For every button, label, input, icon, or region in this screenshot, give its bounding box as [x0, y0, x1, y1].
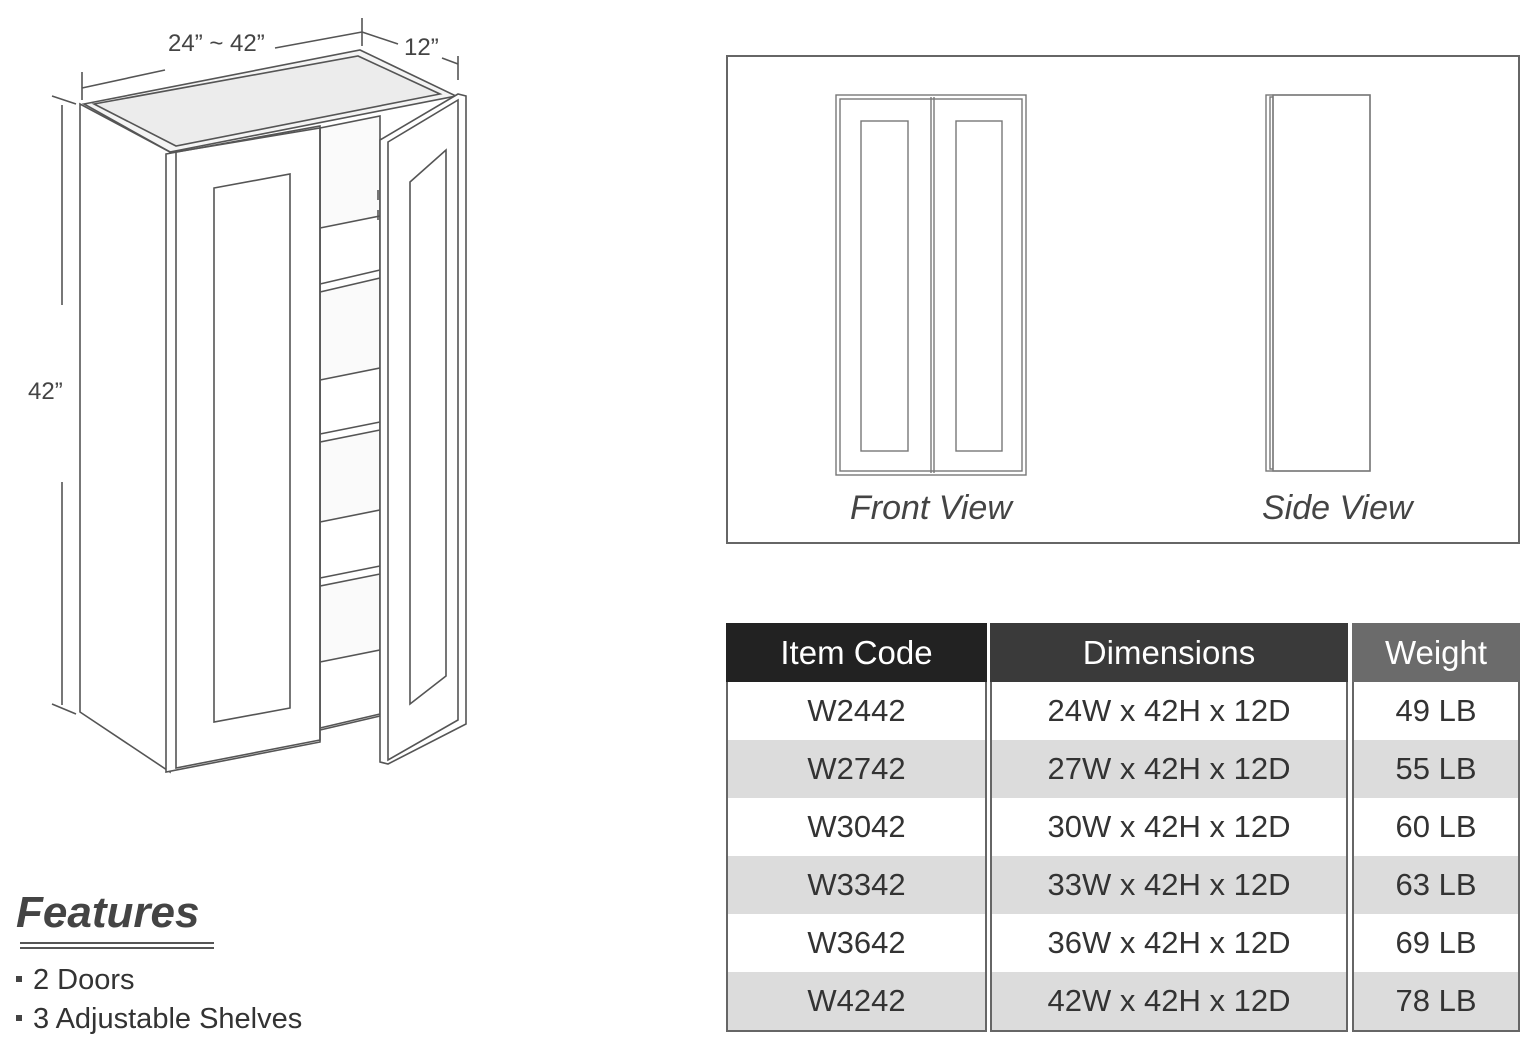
- features-underline-top: [20, 942, 214, 944]
- table-row-weight: 49 LB: [1395, 693, 1477, 728]
- table-row-code: W2742: [728, 740, 985, 798]
- left-door: [165, 125, 321, 773]
- right-door: [379, 93, 467, 765]
- table-row-dims: 27W x 42H x 12D: [992, 740, 1346, 798]
- table-row-weight: 55 LB: [1354, 740, 1518, 798]
- feature-item: 3 Adjustable Shelves: [16, 1003, 302, 1036]
- header-dimensions: Dimensions: [990, 623, 1348, 682]
- table-row-dims: 33W x 42H x 12D: [992, 856, 1346, 914]
- table-row-weight: 60 LB: [1395, 809, 1477, 844]
- feature-item-label: 3 Adjustable Shelves: [33, 1003, 303, 1035]
- column-dimensions: 24W x 42H x 12D 27W x 42H x 12D 30W x 42…: [990, 682, 1348, 1032]
- table-row-dims: 24W x 42H x 12D: [1047, 693, 1291, 728]
- cabinet-left-side: [79, 102, 171, 774]
- column-item-code: W2442 W2742 W3042 W3342 W3642 W4242: [726, 682, 987, 1032]
- header-weight: Weight: [1352, 623, 1520, 682]
- views-panel: Front View Side View: [726, 55, 1520, 544]
- width-dimension-label: 24” ~ 42”: [168, 30, 265, 57]
- elevation-views-drawing: [835, 94, 1371, 476]
- feature-item-label: 2 Doors: [33, 964, 135, 996]
- header-item-code: Item Code: [726, 623, 987, 682]
- depth-dimension-line-right: [441, 57, 459, 65]
- table-row-weight: 69 LB: [1395, 925, 1477, 960]
- table-row-dims: 30W x 42H x 12D: [1047, 809, 1291, 844]
- front-view-drawing: [835, 94, 1027, 476]
- shelf-1: [319, 215, 381, 294]
- cabinet-bottom: [319, 649, 381, 730]
- side-view-drawing: [1265, 94, 1371, 472]
- table-row-weight: 63 LB: [1354, 856, 1518, 914]
- depth-dimension-line-left: [361, 31, 399, 45]
- shelf-3: [319, 509, 381, 587]
- bullet-icon: [16, 1015, 22, 1022]
- table-row-dims: 42W x 42H x 12D: [992, 972, 1346, 1030]
- cabinet-isometric-drawing: [51, 18, 467, 774]
- side-view-label: Side View: [1262, 489, 1413, 527]
- table-row-dims: 36W x 42H x 12D: [1047, 925, 1291, 960]
- feature-item: 2 Doors: [16, 964, 135, 997]
- bullet-icon: [16, 976, 22, 983]
- table-row-code: W3342: [728, 856, 985, 914]
- shelf-2: [319, 367, 381, 443]
- features-underline-bottom: [20, 947, 214, 949]
- table-row-code: W2442: [807, 693, 906, 728]
- table-row-code: W3042: [807, 809, 906, 844]
- column-weight: 49 LB 55 LB 60 LB 63 LB 69 LB 78 LB: [1352, 682, 1520, 1032]
- features-title: Features: [16, 888, 200, 937]
- table-row-weight: 78 LB: [1354, 972, 1518, 1030]
- front-view-label: Front View: [850, 489, 1012, 527]
- depth-dimension-label: 12”: [404, 34, 439, 61]
- table-row-code: W3642: [807, 925, 906, 960]
- height-dimension-label: 42”: [28, 378, 63, 405]
- left-door-panel: [213, 173, 291, 723]
- width-dimension-line-right: [274, 31, 363, 49]
- right-door-panel: [409, 148, 447, 706]
- table-row-code: W4242: [728, 972, 985, 1030]
- width-dimension-line-left: [81, 69, 166, 89]
